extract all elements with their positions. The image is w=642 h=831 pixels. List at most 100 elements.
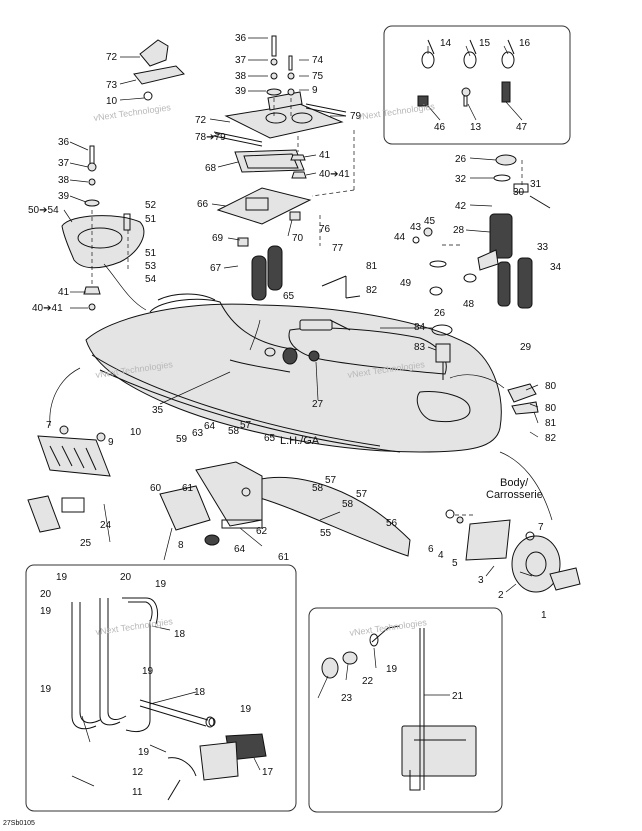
callout-69: 65 (283, 291, 295, 302)
bracket-74 (133, 39, 185, 101)
callout-32: 32 (455, 174, 467, 185)
callout-80: 78➔79 (195, 132, 226, 143)
bellows-tubes (237, 211, 301, 301)
callout-40-41: 40➔41 (319, 169, 350, 180)
hardware-stack-top (266, 35, 307, 179)
callout-50-54: 50➔54 (28, 205, 59, 216)
callout-66: 63 (192, 428, 204, 439)
callout-37: 37 (235, 55, 247, 66)
callout-18b: 18 (194, 687, 206, 698)
hardware-stack-left (83, 145, 101, 311)
callout-57b: 57 (325, 475, 337, 486)
hull-body (85, 293, 502, 453)
side-trim (159, 461, 411, 557)
callout-12: 12 (132, 767, 144, 778)
callout-81: 80 (545, 403, 557, 414)
callout-52: 52 (145, 200, 157, 211)
callout-15: 15 (479, 38, 491, 49)
callout-30: 30 (513, 187, 525, 198)
callout-86: 82 (366, 285, 378, 296)
callout-58b: 58 (312, 483, 324, 494)
callout-33: 33 (537, 242, 549, 253)
callout-84: 82 (545, 433, 557, 444)
callout-73: 72 (195, 115, 207, 126)
speaker-assembly (445, 509, 581, 593)
callout-19b: 19 (155, 579, 167, 590)
callout-58: 58 (228, 426, 240, 437)
callout-28: 28 (453, 225, 465, 236)
callout-37b: 37 (58, 158, 70, 169)
detail-box-battery (308, 607, 503, 813)
callout-79: 77 (332, 243, 344, 254)
callout-20b: 20 (40, 589, 52, 600)
callout-19f: 19 (240, 704, 252, 715)
callout-77: 75 (312, 71, 324, 82)
callout-54: 54 (145, 274, 157, 285)
callout-7b: 7 (538, 522, 544, 533)
callout-61: 61 (182, 483, 194, 494)
rear-grab-handle (61, 213, 145, 269)
callout-22: 22 (362, 676, 374, 687)
callout-13: 13 (470, 122, 482, 133)
callout-36b: 36 (58, 137, 70, 148)
bimini-frame (71, 597, 216, 733)
direction-arrows (49, 263, 553, 521)
callout-10c: 10 (130, 427, 142, 438)
callout-88: 84 (414, 322, 426, 333)
callout-75: 73 (106, 80, 118, 91)
callout-55: 55 (320, 528, 332, 539)
callout-74: 72 (106, 52, 118, 63)
callout-23: 23 (341, 693, 353, 704)
callout-19a: 19 (56, 572, 68, 583)
callout-42: 42 (455, 201, 467, 212)
callout-71: 68 (205, 163, 217, 174)
callout-70: 67 (210, 263, 222, 274)
watermark: vNext Technologies (95, 616, 174, 637)
callout-57c: 57 (356, 489, 368, 500)
callout-62: 61 (278, 552, 290, 563)
callout-9: 9 (312, 85, 318, 96)
callout-82: 80 (545, 381, 557, 392)
callout-21: 21 (452, 691, 464, 702)
callout-29: 29 (520, 342, 532, 353)
callout-57: 57 (240, 420, 252, 431)
callout-11: 11 (132, 787, 143, 798)
intake-grate (27, 425, 111, 533)
callout-39b: 39 (58, 191, 70, 202)
callout-18a: 18 (174, 629, 186, 640)
callout-51: 51 (145, 214, 157, 225)
callout-1: 1 (541, 610, 547, 621)
callout-67: 65 (264, 433, 276, 444)
clamp-parts (417, 39, 515, 107)
callout-2: 2 (498, 590, 504, 601)
callout-16: 16 (519, 38, 531, 49)
callout-9c: 9 (108, 437, 114, 448)
callout-27: 27 (312, 399, 324, 410)
callout-83: 81 (545, 418, 557, 429)
callout-64: 64 (234, 544, 246, 555)
callout-25: 25 (80, 538, 92, 549)
callout-24: 24 (100, 520, 112, 531)
leader-lines (63, 37, 539, 787)
callout-19c: 19 (40, 606, 52, 617)
callout-5: 5 (452, 558, 458, 569)
callout-49: 49 (400, 278, 412, 289)
callout-26b: 26 (434, 308, 446, 319)
callout-51b: 51 (145, 248, 157, 259)
callout-7: 7 (46, 420, 52, 431)
callout-34: 34 (550, 262, 562, 273)
battery-assembly (321, 625, 477, 791)
callout-3: 3 (478, 575, 484, 586)
callout-19e: 19 (40, 684, 52, 695)
callout-48: 48 (463, 299, 475, 310)
callout-8: 8 (178, 540, 184, 551)
figure-code: 27Sb0105 (3, 820, 35, 827)
rod-85 (321, 275, 361, 299)
callout-72: 69 (212, 233, 224, 244)
callout-17: 17 (262, 767, 274, 778)
callout-60: 60 (150, 483, 162, 494)
callout-46: 46 (434, 122, 446, 133)
callout-80b: 79 (350, 111, 362, 122)
callout-35: 35 (152, 405, 164, 416)
